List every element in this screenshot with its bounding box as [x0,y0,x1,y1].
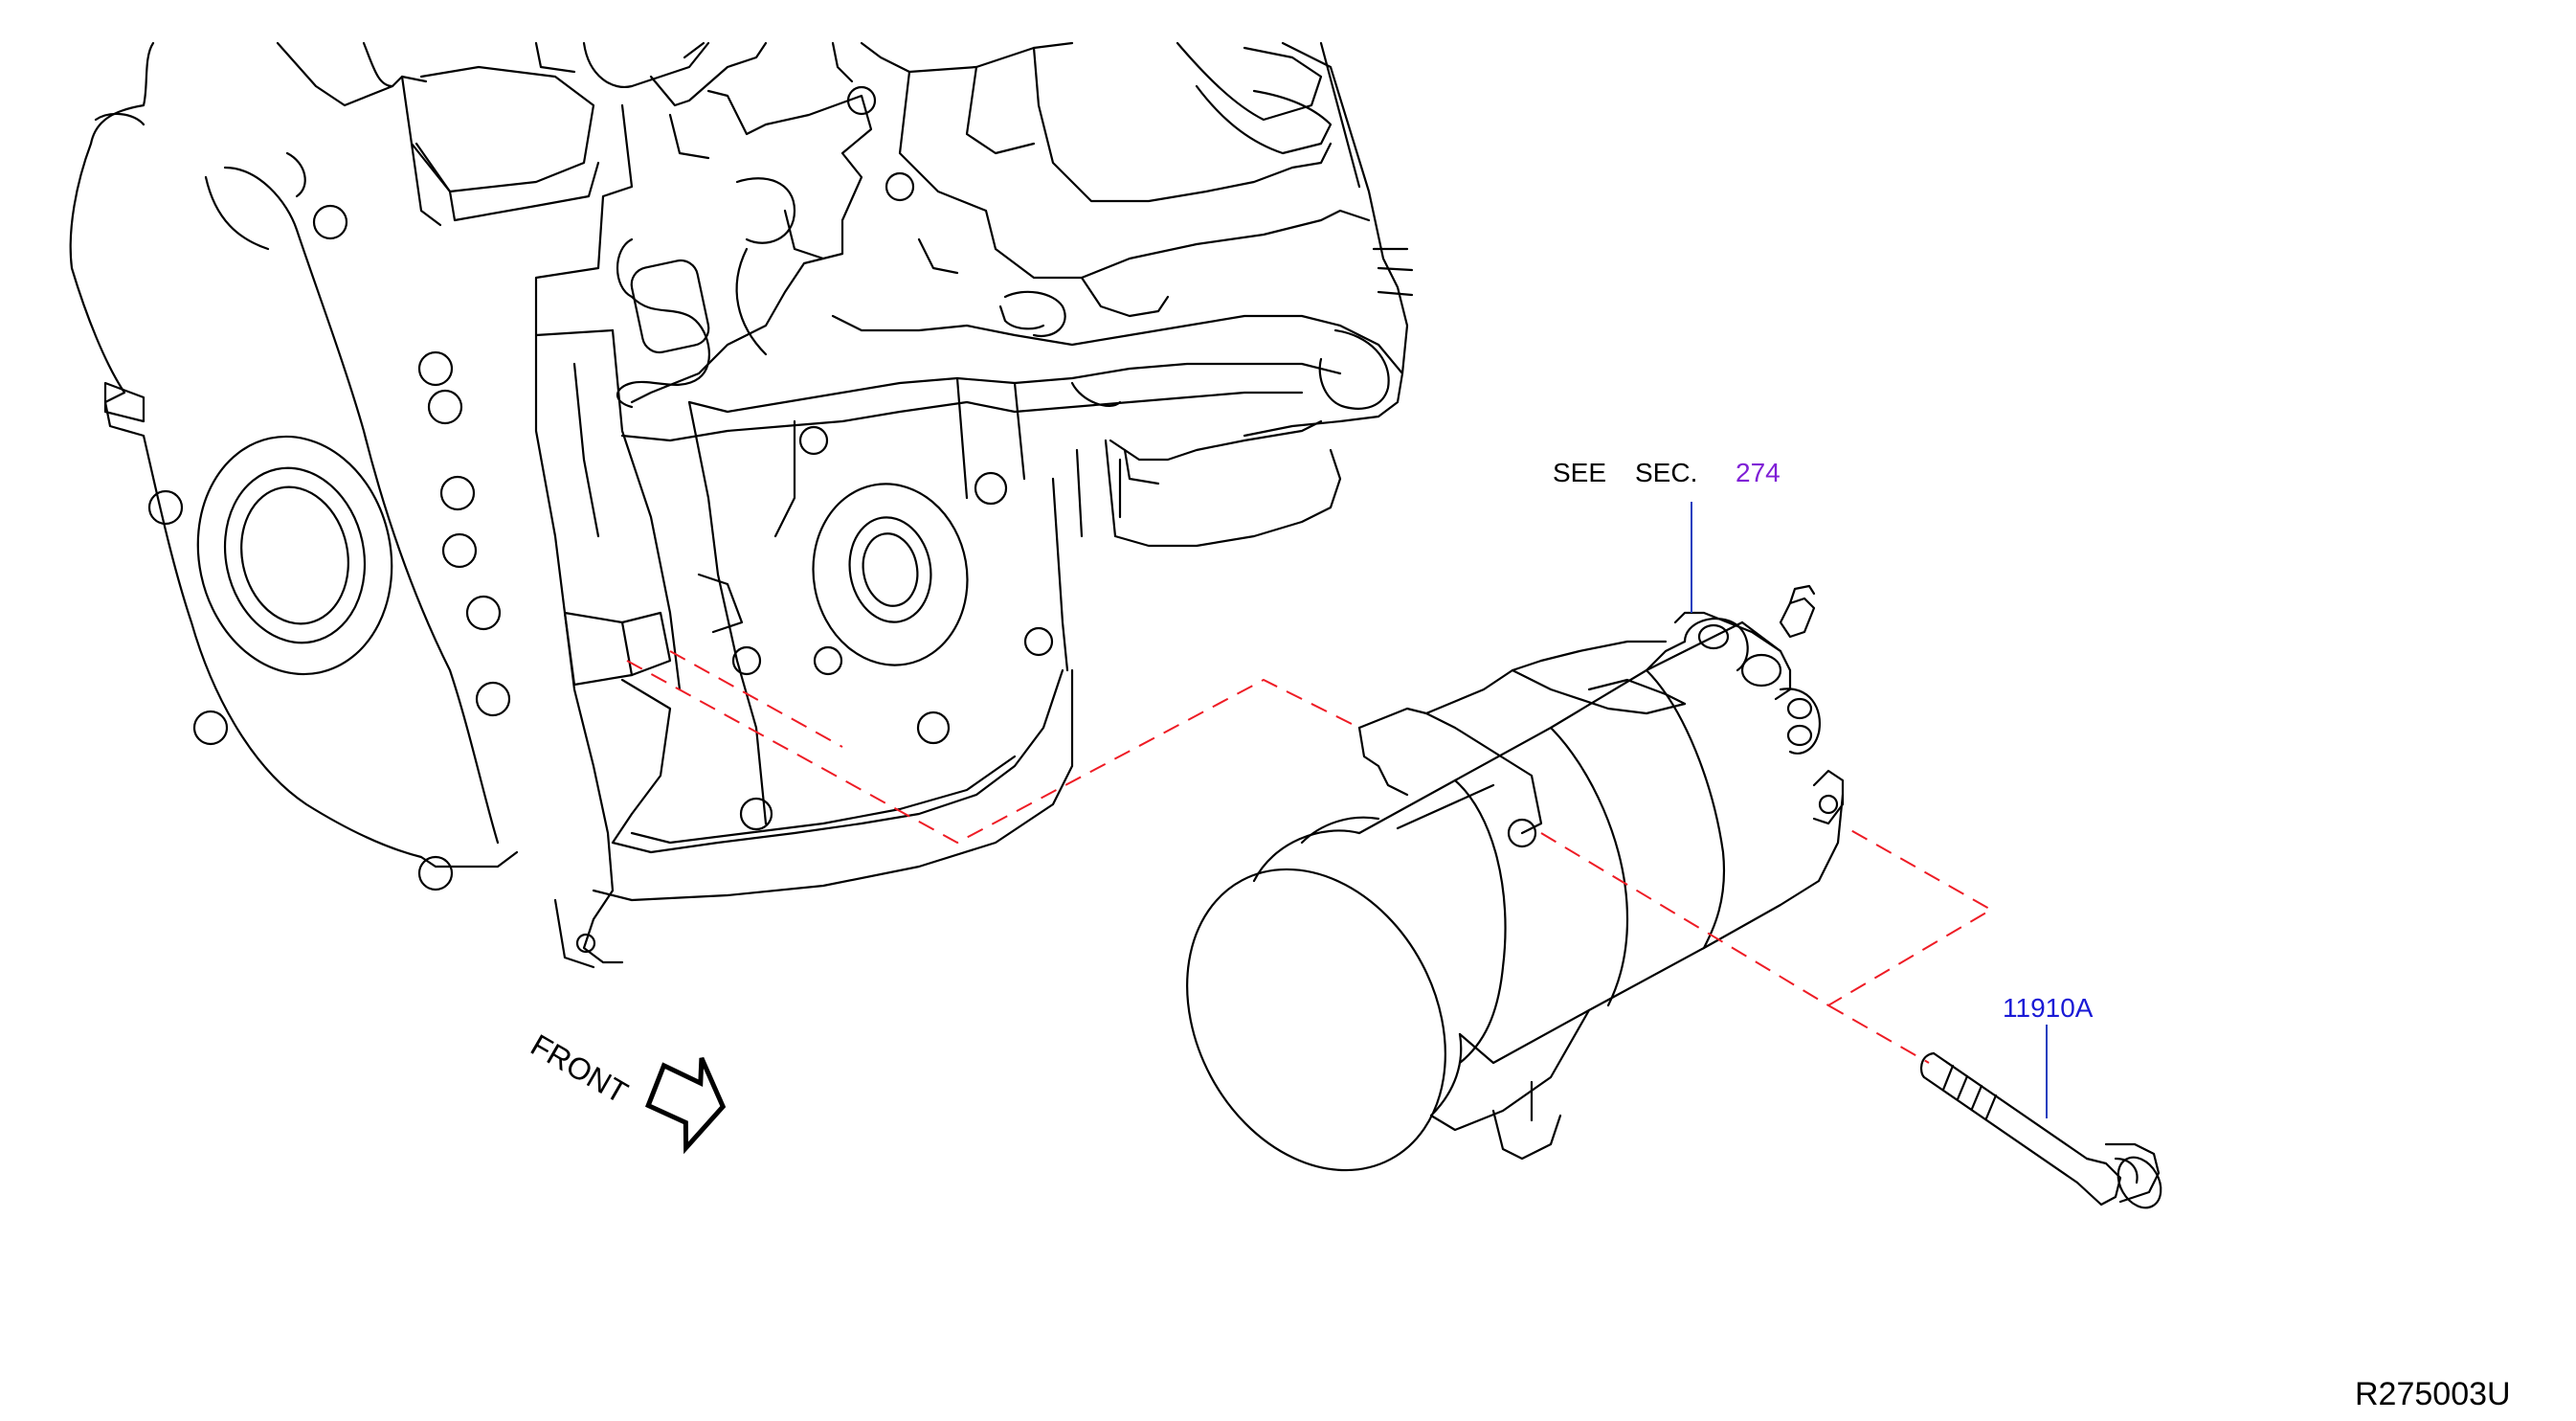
section-callout[interactable]: SEE SEC. 274 [1553,458,1781,487]
part-number-link[interactable]: 11910A [2003,993,2094,1023]
front-label: FRONT [526,1027,634,1110]
ac-compressor [1186,584,1845,1172]
section-number-link[interactable]: 274 [1736,458,1781,487]
diagram-code: R275003U [2355,1376,2511,1412]
see-label: SEE [1553,458,1606,487]
sec-label: SEC. [1635,458,1697,487]
mounting-bolt [1919,1051,2162,1209]
alignment-dashed-lines [626,650,1993,1064]
engine-block [69,41,1414,969]
front-arrow-icon [644,1057,727,1155]
